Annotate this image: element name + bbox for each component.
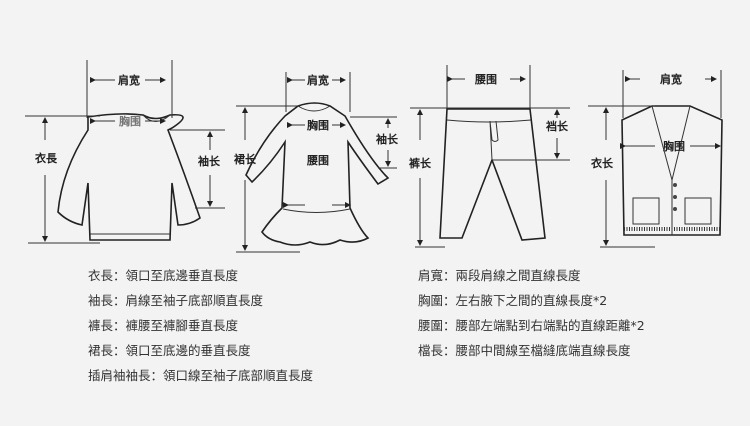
sweater-chest-label: 胸围 [119, 114, 141, 128]
button-icon [673, 183, 677, 187]
legend-item: 袖長：肩線至袖子底部順直長度 [88, 293, 264, 308]
legend-item: 檔長：腰部中間線至檔縫底端直線長度 [418, 343, 631, 358]
button-icon [673, 207, 677, 211]
dress-sleeve-label: 袖长 [376, 132, 399, 146]
dress-waist-label: 腰围 [306, 154, 329, 167]
legend-item: 肩寬：兩段肩線之間直線長度 [418, 268, 581, 283]
pants-diagram: 腰围 裆长 裤长 [408, 65, 570, 248]
vest-diagram: 肩宽 胸围 衣长 [588, 70, 723, 248]
vest-shoulder-label: 肩宽 [660, 72, 682, 86]
pants-rise-label: 裆长 [546, 119, 569, 133]
size-diagrams: 肩宽 胸围 衣長 袖长 肩宽 胸围 腰围 裙长 袖长 腰围 裆长 [25, 60, 723, 253]
legend-item: 胸圍：左右腋下之間的直線長度*2 [418, 293, 608, 308]
button-icon [673, 195, 677, 199]
pants-length-label: 裤长 [408, 156, 432, 170]
legend-right: 肩寬：兩段肩線之間直線長度 胸圍：左右腋下之間的直線長度*2 腰圍：腰部左端點到… [418, 263, 645, 363]
sweater-diagram: 肩宽 胸围 衣長 袖长 [25, 60, 225, 244]
dress-chest-label: 胸围 [307, 118, 329, 132]
legend-item: 插肩袖袖長：領口線至袖子底部順直長度 [88, 368, 314, 383]
sweater-shoulder-label: 肩宽 [118, 73, 140, 87]
pocket-left [632, 197, 660, 225]
legend-left: 衣長：領口至底邊垂直長度 袖長：肩線至袖子底部順直長度 褲長：褲腰至褲腳垂直長度… [88, 263, 313, 388]
dress-skirt-length-label: 裙长 [234, 152, 257, 166]
dress-shoulder-label: 肩宽 [307, 73, 329, 87]
dress-diagram: 肩宽 胸围 腰围 裙长 袖长 [234, 72, 399, 253]
vest-length-label: 衣长 [591, 156, 614, 170]
legend-item: 衣長：領口至底邊垂直長度 [88, 268, 239, 283]
vest-chest-label: 胸围 [663, 139, 685, 153]
pants-waist-label: 腰围 [474, 73, 497, 86]
sweater-length-label: 衣長 [35, 151, 58, 165]
sweater-sleeve-label: 袖长 [198, 154, 221, 168]
pocket-right [684, 197, 712, 225]
legend-item: 褲長：褲腰至褲腳垂直長度 [88, 318, 239, 333]
legend-item: 裙長：領口至底邊的垂直長度 [88, 343, 251, 358]
legend-item: 腰圍：腰部左端點到右端點的直線距離*2 [418, 318, 645, 333]
